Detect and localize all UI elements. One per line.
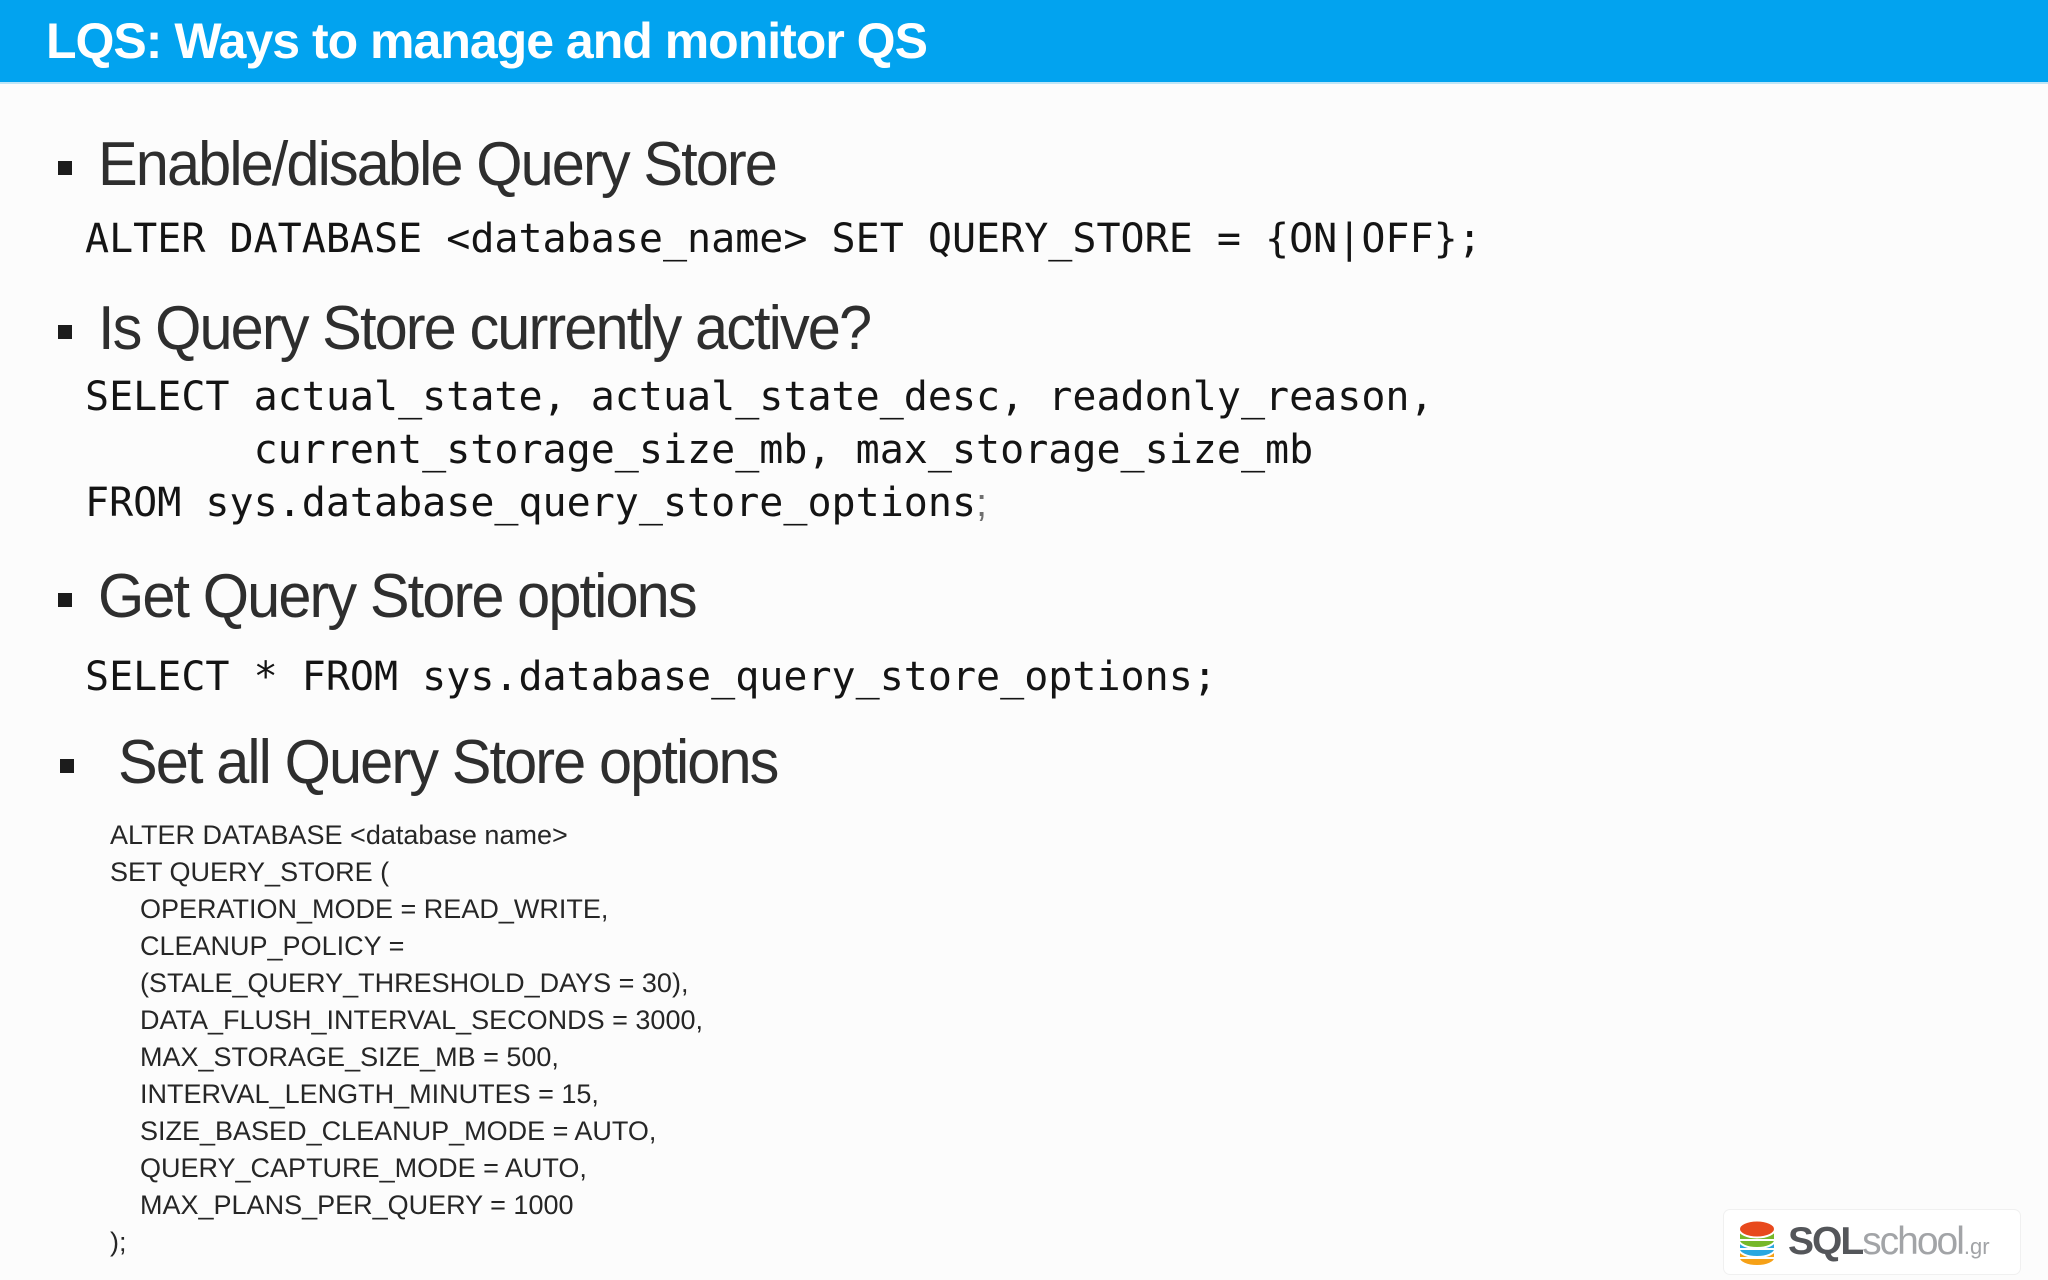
slide-header: LQS: Ways to manage and monitor QS [0, 0, 2048, 84]
slide-content: Enable/disable Query Store ALTER DATABAS… [0, 82, 2048, 1280]
code-get-options: SELECT * FROM sys.database_query_store_o… [85, 654, 1217, 701]
section-heading: Get Query Store options [98, 562, 698, 632]
code-currently-active: SELECT actual_state, actual_state_desc, … [85, 371, 2048, 530]
code-main: SELECT actual_state, actual_state_desc, … [85, 374, 1434, 527]
section-currently-active: Is Query Store currently active? [0, 296, 2048, 361]
logo-tld: .gr [1963, 1234, 1990, 1259]
section-heading: Is Query Store currently active? [98, 294, 872, 364]
bullet-square-icon [58, 324, 72, 339]
database-icon [1738, 1219, 1776, 1267]
section-get-options: Get Query Store options [0, 564, 2048, 629]
section-heading: Set all Query Store options [118, 728, 779, 798]
bullet-square-icon [58, 160, 72, 175]
code-set-all-options: ALTER DATABASE <database name> SET QUERY… [110, 820, 703, 1258]
code-enable-disable: ALTER DATABASE <database_name> SET QUERY… [85, 216, 1482, 263]
bullet-square-icon [60, 758, 74, 773]
section-set-all-options: Set all Query Store options [0, 730, 2048, 795]
code-semicolon: ; [976, 481, 988, 526]
logo-sql: SQL [1788, 1220, 1864, 1263]
slide-title: LQS: Ways to manage and monitor QS [46, 13, 928, 69]
bullet-square-icon [58, 592, 72, 607]
logo-school: school [1862, 1220, 1965, 1263]
section-heading: Enable/disable Query Store [98, 130, 778, 199]
section-enable-disable: Enable/disable Query Store [0, 132, 2048, 197]
